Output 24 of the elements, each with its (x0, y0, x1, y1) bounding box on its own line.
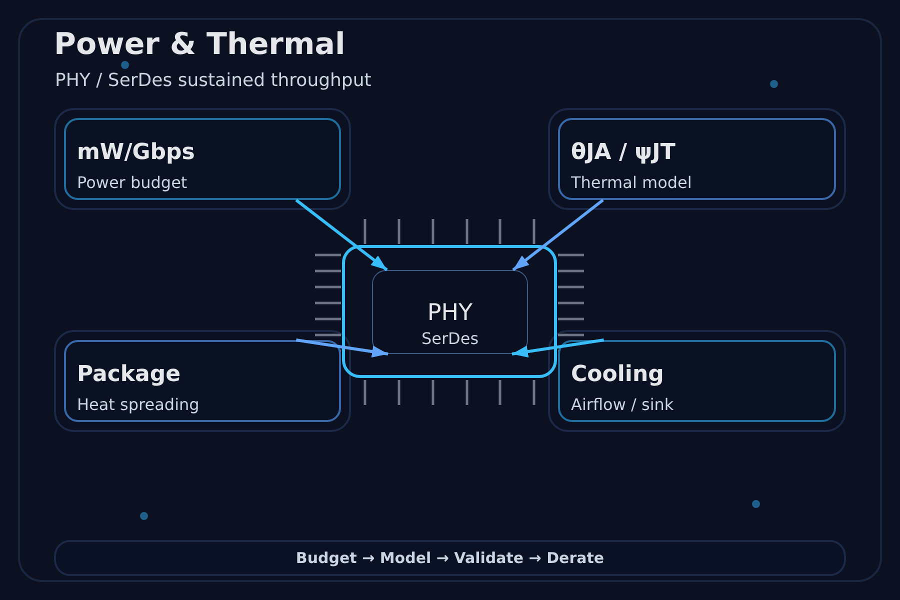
die-box (372, 270, 528, 354)
die-label: PHY (427, 300, 473, 326)
card-subtitle: Power budget (77, 173, 188, 193)
metric-card (558, 340, 836, 422)
arrow (295, 198, 388, 272)
card-title: θJA / ψJT (571, 140, 676, 166)
chip-package (342, 245, 557, 378)
card-title: Package (77, 362, 181, 388)
metric-card (64, 118, 341, 200)
diagram-title: Power & Thermal (54, 29, 346, 61)
card-title: mW/Gbps (77, 140, 195, 166)
steps-text: Budget → Model → Validate → Derate (296, 548, 604, 568)
card-subtitle: Heat spreading (77, 395, 200, 415)
arrow (512, 198, 604, 272)
card-title: Cooling (571, 362, 664, 388)
card-subtitle: Thermal model (571, 173, 692, 193)
arrow (296, 338, 388, 358)
metric-card (64, 340, 341, 422)
process-bar (54, 540, 846, 576)
metric-card (558, 118, 836, 200)
arrow (512, 338, 604, 358)
subtitle: PHY / SerDes sustained throughput (55, 71, 372, 90)
die-sublabel: SerDes (421, 329, 479, 349)
card-subtitle: Airflow / sink (571, 395, 674, 415)
